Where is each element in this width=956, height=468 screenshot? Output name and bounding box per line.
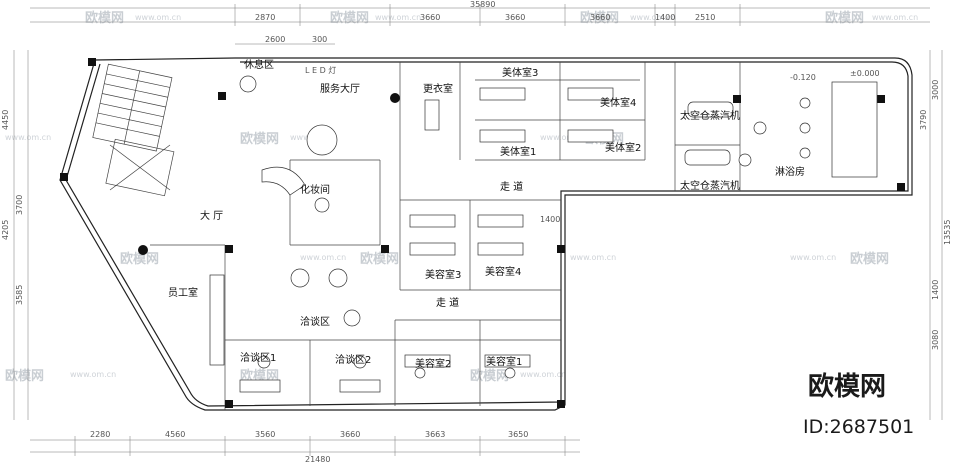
dim-bottom-seg: 3560 [255, 430, 275, 439]
watermark-url: www.om.cn [872, 13, 918, 22]
staircase [92, 63, 175, 197]
dim-bottom-seg: 2280 [90, 430, 110, 439]
columns [60, 58, 905, 408]
room-rest-area: 休息区 [244, 58, 274, 71]
dim-right: 3000 [931, 80, 940, 100]
dim-left: 4205 [1, 220, 10, 240]
room-consult-2: 洽谈区2 [335, 353, 371, 366]
corner-brand: 欧模网 ID:2687501 [803, 371, 914, 438]
room-consult: 洽谈区 [300, 315, 330, 328]
watermark-url: www.om.cn [300, 253, 346, 262]
dim-right: 1400 [931, 280, 940, 300]
interior-walls [150, 62, 741, 410]
room-lobby: 大 厅 [200, 209, 223, 222]
watermark-url: www.om.cn [70, 370, 116, 379]
room-changing-room: 更衣室 [423, 82, 453, 95]
room-corridor-lower: 走 道 [436, 296, 459, 309]
dim-top-seg: 2510 [695, 13, 715, 22]
dim-left: 3700 [15, 195, 24, 215]
room-body-2: 美体室2 [605, 141, 641, 154]
dim-left: 4450 [1, 110, 10, 130]
dim-bottom-total: 21480 [305, 455, 330, 464]
watermark-text: 欧模网 [85, 10, 124, 26]
dim-top-seg: 3660 [590, 13, 610, 22]
dim-top-seg: 3660 [420, 13, 440, 22]
dim-bottom-seg: 3650 [508, 430, 528, 439]
watermark-url: www.om.cn [630, 13, 676, 22]
room-beauty-4: 美容室4 [485, 265, 521, 278]
dim-bottom-seg: 3663 [425, 430, 445, 439]
elevation-label: ±0.000 [850, 69, 880, 78]
led-label: L E D 灯 [305, 65, 336, 75]
watermark-text: 欧模网 [360, 251, 399, 267]
room-staff: 员工室 [168, 286, 198, 299]
watermark-text: 欧模网 [825, 10, 864, 26]
dim-left: 3585 [15, 285, 24, 305]
dim-top-seg: 3660 [505, 13, 525, 22]
room-beauty-3: 美容室3 [425, 268, 461, 281]
watermark-url: www.om.cn [135, 13, 181, 22]
furniture [209, 75, 878, 393]
room-beauty-1: 美容室1 [486, 355, 522, 368]
dim-bottom-seg: 4560 [165, 430, 185, 439]
dim-misc: 1400 [540, 215, 560, 224]
watermark-layer: 欧模网 www.om.cn 欧模网 www.om.cn 欧模网 www.om.c… [5, 10, 918, 384]
watermark-url: www.om.cn [540, 133, 586, 142]
dimension-lines [13, 4, 943, 456]
room-shower: 淋浴房 [775, 165, 805, 178]
watermark-text: 欧模网 [240, 131, 279, 147]
room-beauty-2: 美容室2 [415, 357, 451, 370]
room-body-1: 美体室1 [500, 145, 536, 158]
watermark-url: www.om.cn [570, 253, 616, 262]
dim-top-total: 35890 [470, 0, 495, 9]
dim-right: 3080 [931, 330, 940, 350]
watermark-text: 欧模网 [850, 251, 889, 267]
dim-right: 13535 [943, 220, 952, 245]
watermark-text: 欧模网 [330, 10, 369, 26]
brand-id: ID:2687501 [803, 416, 914, 438]
room-body-3: 美体室3 [502, 66, 538, 79]
watermark-text: 欧模网 [120, 251, 159, 267]
dim-top-sub: 300 [312, 35, 327, 44]
watermark-text: 欧模网 [5, 368, 44, 384]
dim-top-sub: 2600 [265, 35, 285, 44]
room-space-capsule-1: 太空仓蒸汽机 [680, 109, 740, 122]
dim-bottom-seg: 3660 [340, 430, 360, 439]
dim-top-seg: 1400 [655, 13, 675, 22]
brand-logo-text: 欧模网 [808, 371, 886, 402]
watermark-url: www.om.cn [790, 253, 836, 262]
room-space-capsule-2: 太空仓蒸汽机 [680, 179, 740, 192]
elevation-label: -0.120 [790, 73, 816, 82]
room-corridor-upper: 走 道 [500, 180, 523, 193]
room-service-hall: 服务大厅 [320, 82, 360, 95]
room-labels: 休息区 服务大厅 更衣室 美体室3 美体室4 美体室1 美体室2 太空仓蒸汽机 … [168, 58, 805, 370]
room-consult-1: 洽谈区1 [240, 351, 276, 364]
dim-right: 3790 [919, 110, 928, 130]
room-body-4: 美体室4 [600, 96, 636, 109]
watermark-url: www.om.cn [375, 13, 421, 22]
watermark-text: 欧模网 [470, 368, 509, 384]
watermark-url: www.om.cn [520, 370, 566, 379]
dim-top-seg: 2870 [255, 13, 275, 22]
room-makeup: 化妆间 [300, 183, 330, 196]
